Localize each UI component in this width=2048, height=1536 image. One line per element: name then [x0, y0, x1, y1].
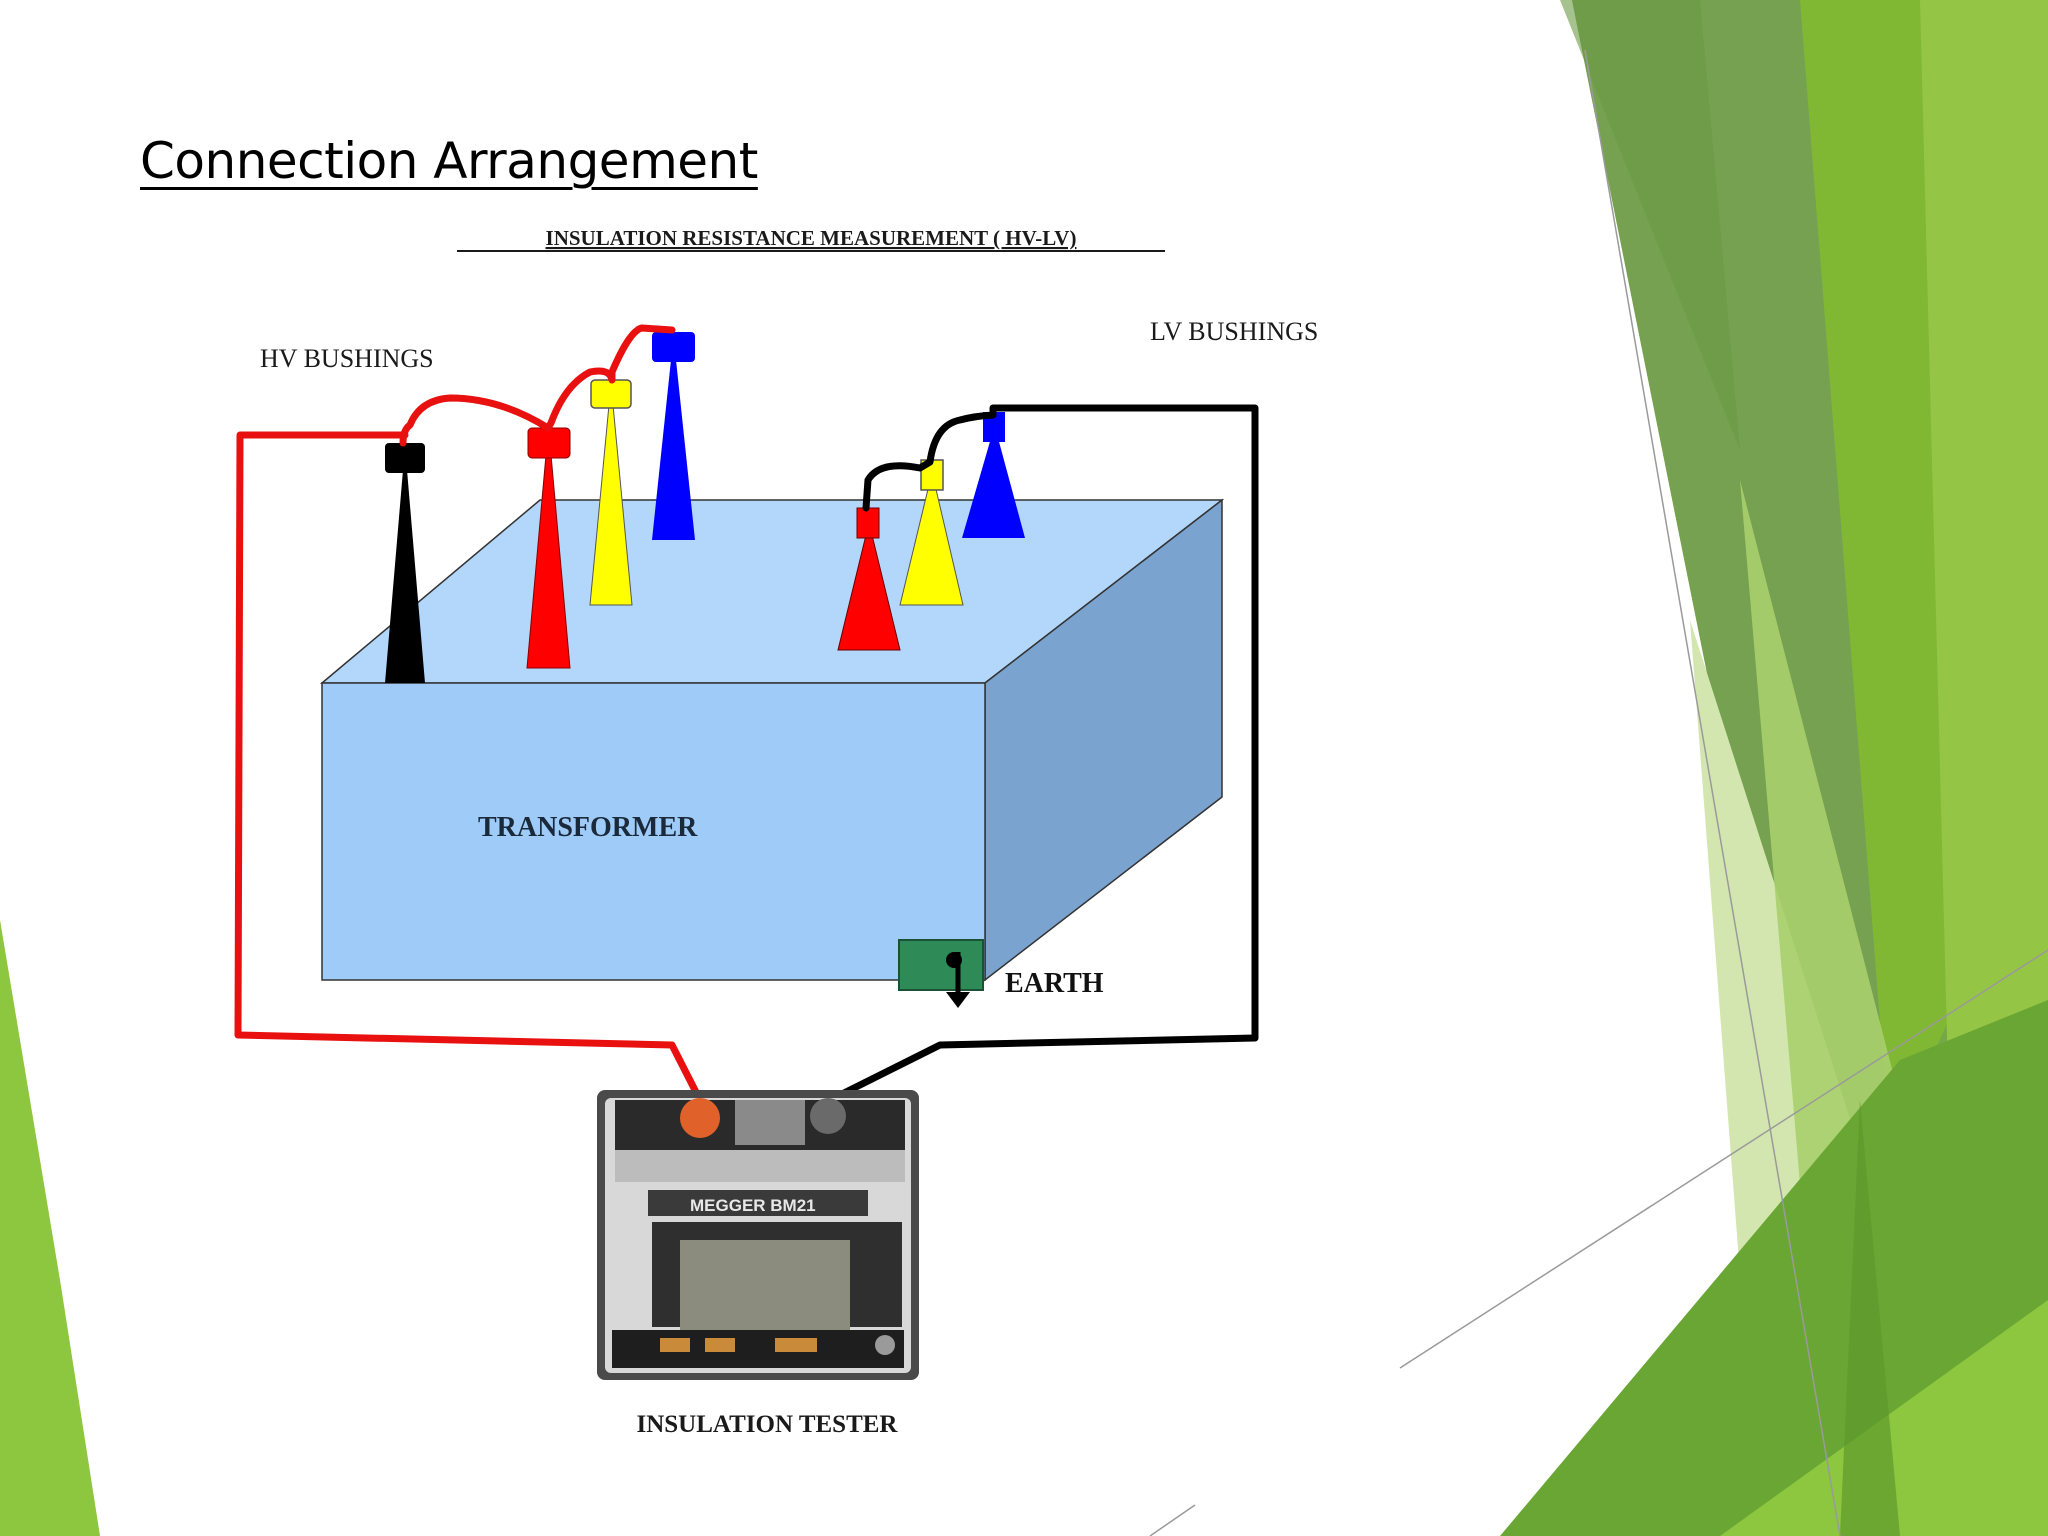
transformer-label: TRANSFORMER — [478, 812, 698, 843]
tester-button — [660, 1338, 690, 1352]
lv-terminal — [810, 1098, 846, 1134]
lv-bushings-label: LV BUSHINGS — [1150, 317, 1318, 346]
tester-brand: MEGGER BM21 — [690, 1196, 816, 1215]
diagram-heading: INSULATION RESISTANCE MEASUREMENT ( HV-L… — [546, 226, 1077, 250]
earth-box — [898, 939, 984, 991]
tester-button — [705, 1338, 735, 1352]
tester-button — [775, 1338, 817, 1352]
tank-front — [321, 682, 986, 981]
hv-bushings-label: HV BUSHINGS — [260, 344, 434, 373]
hv-bushing-black — [385, 443, 425, 683]
hv-bushing-yellow — [589, 379, 633, 606]
thin-lines — [1149, 49, 2048, 1536]
earth-arrow-icon — [946, 992, 970, 1008]
insulation-tester-label: INSULATION TESTER — [637, 1411, 899, 1438]
left-green-shard — [0, 920, 100, 1536]
hv-terminal — [680, 1098, 720, 1138]
transformer-tank: TRANSFORMER — [319, 498, 1225, 982]
lv-lead-wire — [826, 404, 1259, 1104]
slide-title: Connection Arrangement — [140, 132, 758, 190]
lv-bushing-blue — [962, 412, 1025, 538]
hv-lead-wire — [234, 324, 704, 1104]
hv-bushings — [385, 332, 695, 683]
insulation-tester: MEGGER BM21 — [597, 1090, 919, 1380]
hv-bushing-blue — [652, 332, 695, 540]
earth-terminal: EARTH — [898, 939, 1104, 1008]
right-green-shards — [1500, 0, 2048, 1536]
hv-bushing-red — [526, 427, 571, 669]
earth-label: EARTH — [1005, 968, 1104, 999]
lv-bushing-red — [837, 507, 901, 651]
